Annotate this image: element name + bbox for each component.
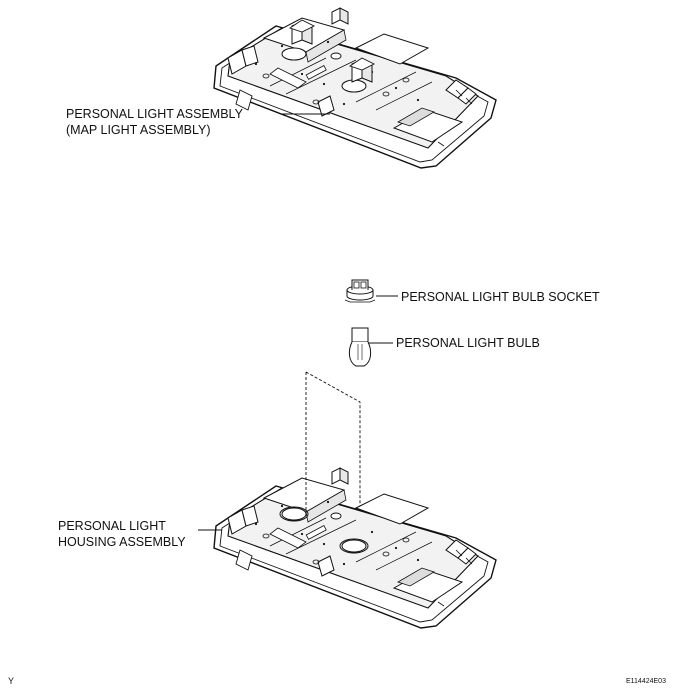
- housing-assembly-drawing: [213, 467, 497, 629]
- label-map-light-line1: PERSONAL LIGHT ASSEMBLY: [66, 107, 243, 121]
- corner-mark: Y: [8, 676, 15, 686]
- label-bulb-socket: PERSONAL LIGHT BULB SOCKET: [401, 290, 600, 304]
- figure-code: E114424E03: [626, 678, 666, 685]
- label-bulb: PERSONAL LIGHT BULB: [396, 336, 540, 350]
- label-housing-line2: HOUSING ASSEMBLY: [58, 535, 186, 549]
- label-housing-line1: PERSONAL LIGHT: [58, 519, 166, 533]
- bulb-drawing: [348, 327, 372, 367]
- label-map-light-line2: (MAP LIGHT ASSEMBLY): [66, 123, 211, 137]
- bulb-socket-drawing: [344, 279, 376, 303]
- map-light-assembly-drawing: [213, 7, 497, 169]
- install-guide-dashed: [305, 371, 361, 510]
